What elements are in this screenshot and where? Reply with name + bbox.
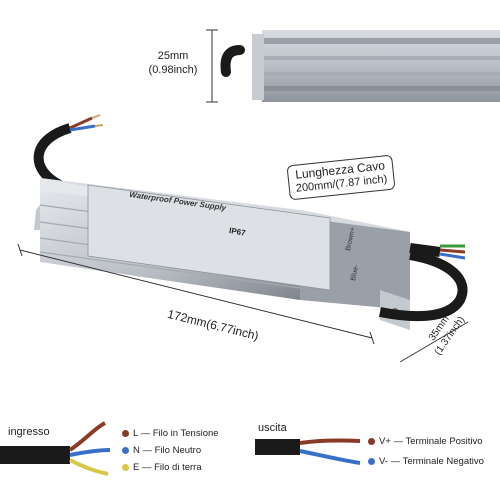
wire-color-dot [122, 464, 129, 471]
wire-color-dot [368, 458, 375, 465]
height-dimension-label: 25mm (0.98inch) [148, 50, 198, 76]
legend-text: V+ — Terminale Positivo [379, 436, 483, 447]
input-title: ingresso [8, 426, 50, 438]
power-supply-body [33, 114, 468, 330]
output-legend-item: V- — Terminale Negativo [368, 456, 484, 467]
input-legend-item: L — Filo in Tensione [122, 428, 219, 439]
output-cable-illustration [255, 438, 361, 465]
input-legend-item: E — Filo di terra [122, 462, 202, 473]
legend-text: E — Filo di terra [133, 462, 202, 473]
wire-color-dot [122, 430, 129, 437]
width-dimension-line [399, 321, 469, 363]
output-title: uscita [258, 422, 287, 434]
legend-text: N — Filo Neutro [133, 445, 202, 456]
input-cable-illustration [0, 421, 111, 476]
wire-color-dot [122, 447, 129, 454]
height-dimension-line [206, 29, 218, 103]
output-legend-item: V+ — Terminale Positivo [368, 436, 483, 447]
input-legend-item: N — Filo Neutro [122, 445, 201, 456]
legend-text: V- — Terminale Negativo [379, 456, 484, 467]
wire-color-dot [368, 438, 375, 445]
legend-text: L — Filo in Tensione [133, 428, 219, 439]
profile-housing [220, 30, 500, 102]
length-dimension-line [17, 243, 375, 345]
